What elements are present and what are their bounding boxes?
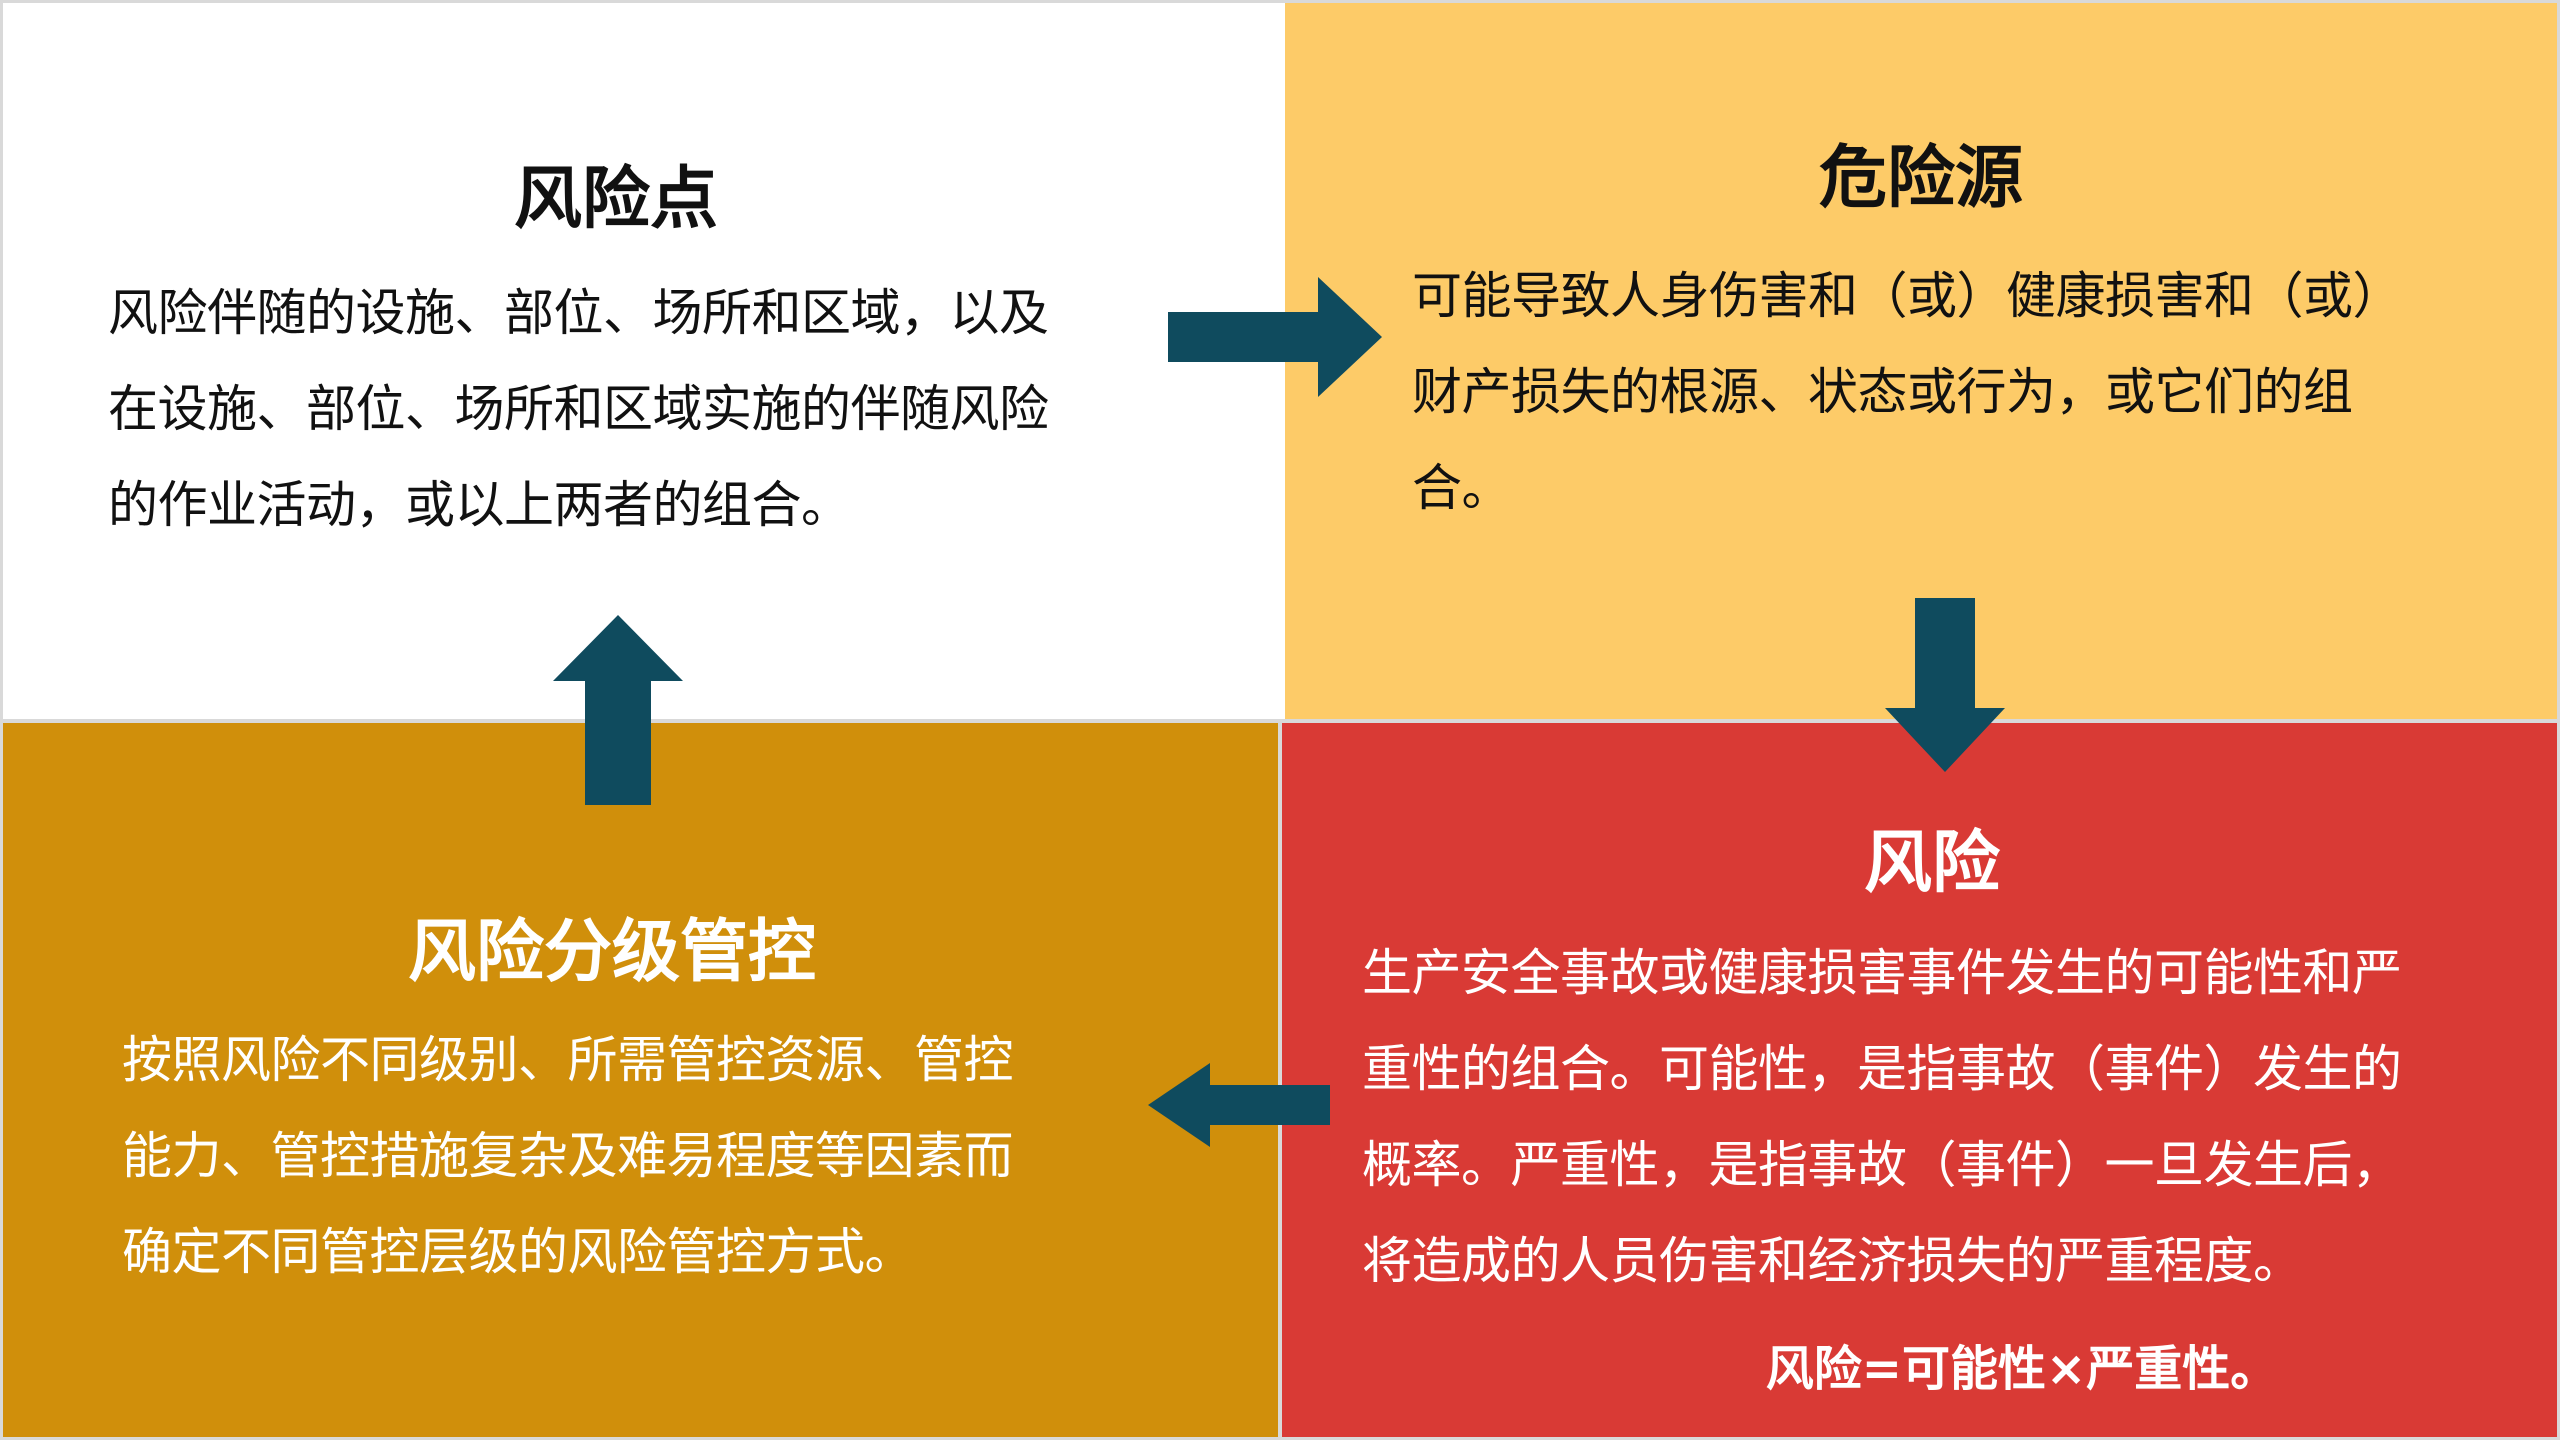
risk-grading-control-description: 按照风险不同级别、所需管控资源、管控 能力、管控措施复杂及难易程度等因素而 确定… bbox=[122, 1012, 1132, 1300]
risk-grading-control-line: 确定不同管控层级的风险管控方式。 bbox=[122, 1223, 915, 1281]
hazard-source-description: 可能导致人身伤害和（或）健康损害和（或） 财产损失的根源、状态或行为，或它们的组… bbox=[1412, 248, 2492, 536]
risk-line: 概率。严重性，是指事故（事件）一旦发生后， bbox=[1362, 1136, 2402, 1194]
risk-grading-control-line: 能力、管控措施复杂及难易程度等因素而 bbox=[122, 1127, 1014, 1185]
risk-point-line: 在设施、部位、场所和区域实施的伴随风险 bbox=[108, 380, 1049, 438]
risk-point-line: 的作业活动，或以上两者的组合。 bbox=[108, 476, 851, 534]
arrow-left-icon bbox=[1148, 1063, 1330, 1147]
arrow-right-icon bbox=[1168, 277, 1382, 397]
risk-title: 风险 bbox=[1863, 824, 2000, 903]
vertical-divider bbox=[1278, 719, 1282, 1440]
quadrant-risk bbox=[1282, 723, 2557, 1437]
risk-grading-control-line: 按照风险不同级别、所需管控资源、管控 bbox=[122, 1031, 1014, 1089]
arrow-down-icon bbox=[1885, 598, 2005, 772]
risk-point-title: 风险点 bbox=[513, 160, 718, 239]
risk-point-description: 风险伴随的设施、部位、场所和区域，以及 在设施、部位、场所和区域实施的伴随风险 … bbox=[108, 265, 1148, 553]
quadrant-risk-point bbox=[3, 3, 1285, 719]
hazard-source-line: 可能导致人身伤害和（或）健康损害和（或） bbox=[1412, 267, 2403, 325]
quadrant-risk-grading-control bbox=[3, 723, 1278, 1437]
hazard-source-line: 合。 bbox=[1412, 459, 1512, 517]
risk-formula: 风险=可能性×严重性。 bbox=[1765, 1341, 2279, 1397]
arrow-up-icon bbox=[553, 615, 683, 805]
risk-line: 将造成的人员伤害和经济损失的严重程度。 bbox=[1362, 1232, 2303, 1290]
risk-point-line: 风险伴随的设施、部位、场所和区域，以及 bbox=[108, 284, 1049, 342]
risk-grading-control-title: 风险分级管控 bbox=[407, 913, 816, 992]
risk-line: 生产安全事故或健康损害事件发生的可能性和严 bbox=[1362, 944, 2402, 1002]
hazard-source-line: 财产损失的根源、状态或行为，或它们的组 bbox=[1412, 363, 2353, 421]
risk-line: 重性的组合。可能性，是指事故（事件）发生的 bbox=[1362, 1040, 2402, 1098]
hazard-source-title: 危险源 bbox=[1818, 139, 2023, 218]
risk-description: 生产安全事故或健康损害事件发生的可能性和严 重性的组合。可能性，是指事故（事件）… bbox=[1362, 925, 2512, 1309]
